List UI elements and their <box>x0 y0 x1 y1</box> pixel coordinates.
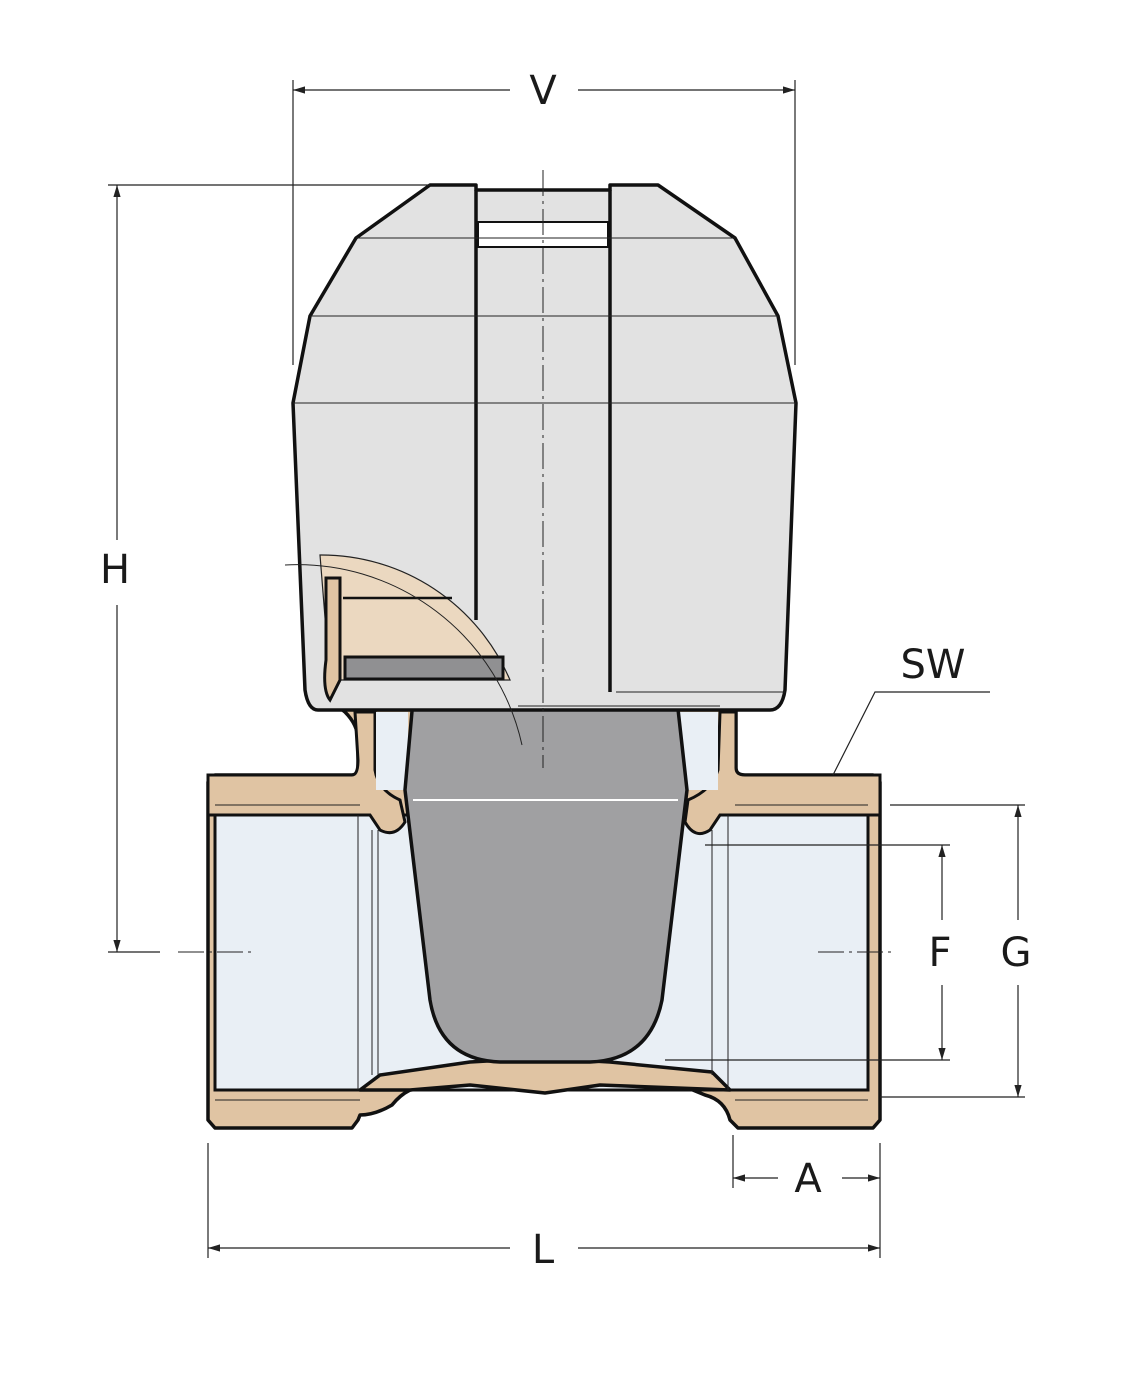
cutaway-wall <box>323 576 342 703</box>
bore-bottom-brass <box>358 1056 732 1095</box>
cutaway-plate <box>343 655 505 681</box>
actuator <box>284 183 798 746</box>
dimension-l: L <box>207 1143 880 1273</box>
dimension-v: V <box>292 68 796 365</box>
neck-left <box>206 710 407 835</box>
neck-gap-left <box>376 712 408 790</box>
label-sw: SW <box>901 642 966 688</box>
label-g: G <box>1001 930 1032 976</box>
dimension-sw: SW <box>832 642 990 776</box>
dimension-h: H <box>100 184 430 953</box>
dimension-g: G <box>880 804 1032 1098</box>
valve-plug <box>403 698 689 1064</box>
label-h: H <box>100 547 130 593</box>
dimension-f: F <box>665 844 952 1061</box>
label-a: A <box>794 1156 822 1202</box>
label-l: L <box>532 1227 555 1273</box>
label-v: V <box>529 68 557 114</box>
dimension-a: A <box>732 1135 881 1258</box>
label-f: F <box>928 930 951 976</box>
